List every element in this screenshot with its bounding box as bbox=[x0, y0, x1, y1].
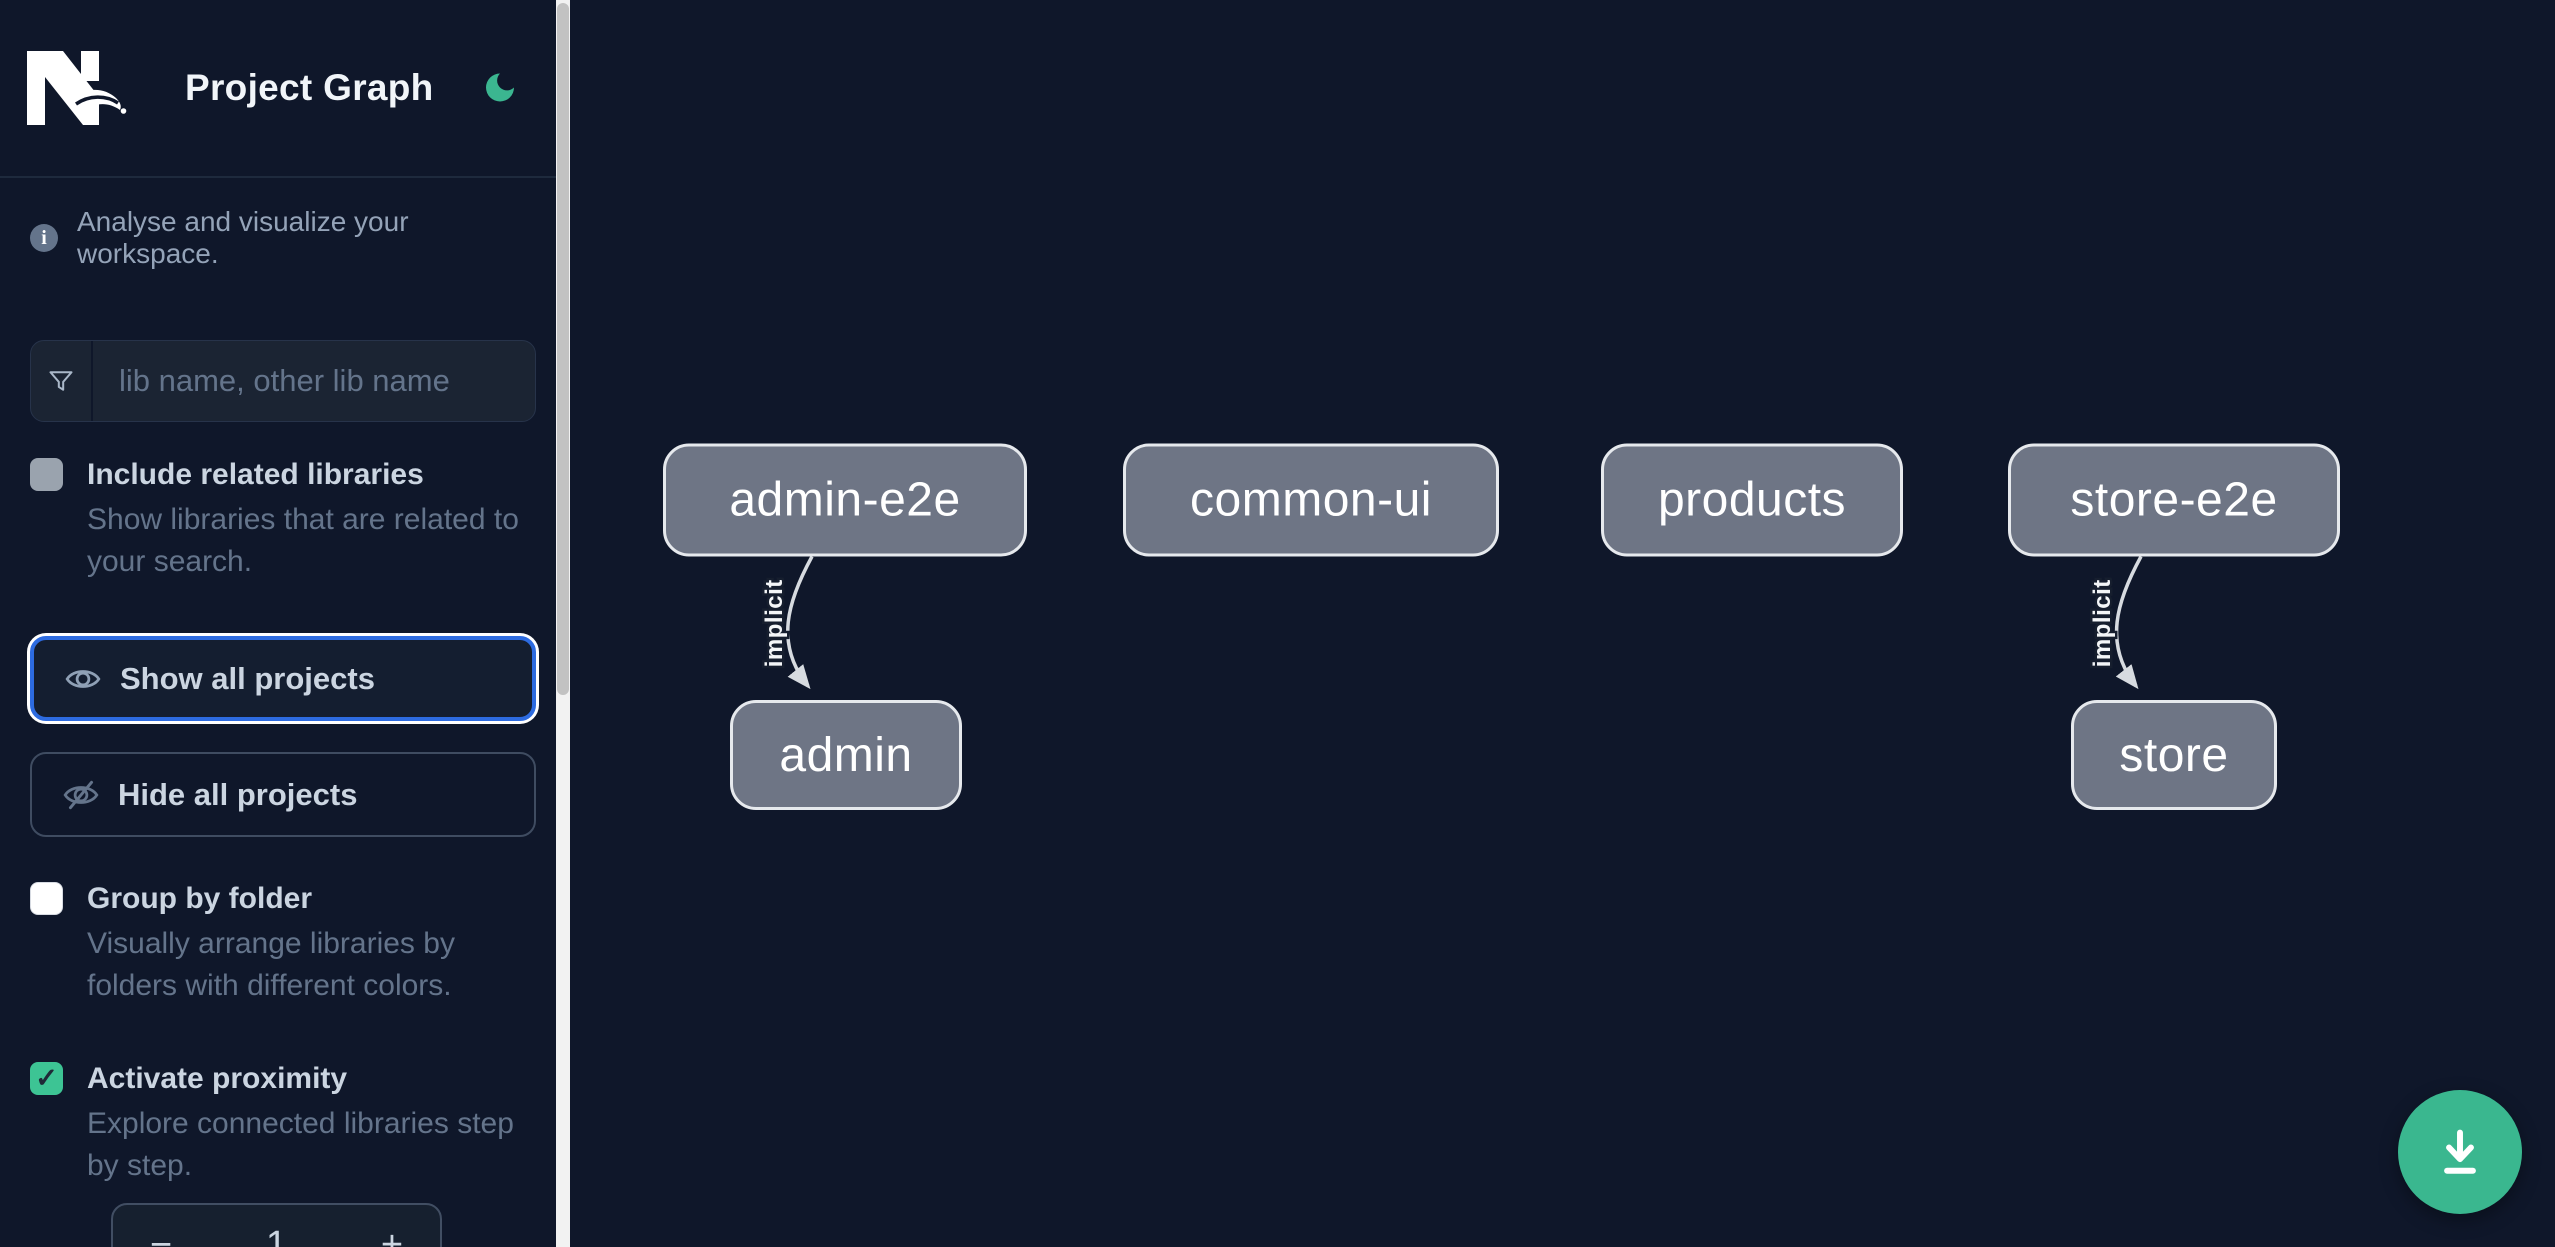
include-related-row: Include related libraries Show libraries… bbox=[30, 456, 536, 583]
edge-layer: implicit implicit bbox=[759, 555, 2143, 690]
show-all-projects-button[interactable]: Show all projects bbox=[30, 636, 536, 721]
download-graph-button[interactable] bbox=[2398, 1090, 2522, 1214]
hide-all-projects-label: Hide all projects bbox=[118, 776, 358, 812]
filter-input[interactable] bbox=[93, 341, 535, 421]
activate-proximity-description: Explore connected libraries step by step… bbox=[87, 1107, 514, 1182]
funnel-icon bbox=[31, 341, 93, 421]
edge-label-store-e2e: implicit bbox=[2089, 579, 2116, 667]
eye-off-icon bbox=[63, 780, 99, 809]
show-all-projects-label: Show all projects bbox=[120, 660, 375, 696]
sidebar-scrollbar[interactable] bbox=[556, 0, 570, 1247]
graph-node-admin-e2e[interactable]: admin-e2e bbox=[663, 443, 1027, 557]
include-related-description: Show libraries that are related to your … bbox=[87, 503, 519, 578]
hide-all-projects-button[interactable]: Hide all projects bbox=[30, 752, 536, 837]
group-by-folder-checkbox[interactable] bbox=[30, 882, 63, 915]
include-related-checkbox[interactable] bbox=[30, 458, 63, 491]
edge-admin-e2e-to-admin[interactable] bbox=[786, 555, 814, 690]
proximity-stepper: − 1 + bbox=[111, 1203, 442, 1247]
decrement-button[interactable]: − bbox=[113, 1205, 209, 1247]
graph-canvas[interactable]: implicit implicit admin-e2e common-ui produ… bbox=[570, 0, 2555, 1247]
graph-node-products[interactable]: products bbox=[1601, 443, 1903, 557]
edge-store-e2e-to-store[interactable] bbox=[2114, 555, 2143, 690]
page-title: Project Graph bbox=[185, 67, 434, 108]
group-by-folder-row: Group by folder Visually arrange librari… bbox=[30, 880, 536, 1007]
include-related-label: Include related libraries bbox=[87, 458, 424, 491]
graph-node-store-e2e[interactable]: store-e2e bbox=[2008, 443, 2340, 557]
sidebar-header: Project Graph bbox=[0, 0, 570, 178]
graph-node-store[interactable]: store bbox=[2071, 700, 2277, 810]
group-by-folder-description: Visually arrange libraries by folders wi… bbox=[87, 927, 455, 1002]
info-text: Analyse and visualize your workspace. bbox=[77, 206, 409, 269]
info-row: i Analyse and visualize your workspace. bbox=[30, 206, 536, 270]
moon-icon bbox=[486, 73, 514, 101]
proximity-value: 1 bbox=[265, 1224, 288, 1247]
activate-proximity-checkbox[interactable] bbox=[30, 1062, 63, 1095]
eye-icon bbox=[65, 669, 101, 688]
sidebar: Project Graph i Analyse and visualize yo… bbox=[0, 0, 570, 1247]
nx-logo-icon bbox=[27, 51, 127, 125]
filter-box bbox=[30, 340, 536, 422]
theme-toggle-button[interactable] bbox=[480, 68, 520, 108]
sidebar-body: i Analyse and visualize your workspace. … bbox=[0, 206, 570, 1247]
edge-label-admin-e2e: implicit bbox=[761, 579, 788, 667]
scrollbar-thumb[interactable] bbox=[557, 3, 569, 695]
group-by-folder-label: Group by folder bbox=[87, 882, 312, 915]
graph-node-admin[interactable]: admin bbox=[730, 700, 962, 810]
activate-proximity-label: Activate proximity bbox=[87, 1062, 348, 1095]
info-icon: i bbox=[30, 224, 58, 252]
activate-proximity-row: Activate proximity Explore connected lib… bbox=[30, 1060, 536, 1187]
graph-node-common-ui[interactable]: common-ui bbox=[1123, 443, 1499, 557]
increment-button[interactable]: + bbox=[344, 1205, 440, 1247]
download-icon bbox=[2444, 1129, 2476, 1174]
